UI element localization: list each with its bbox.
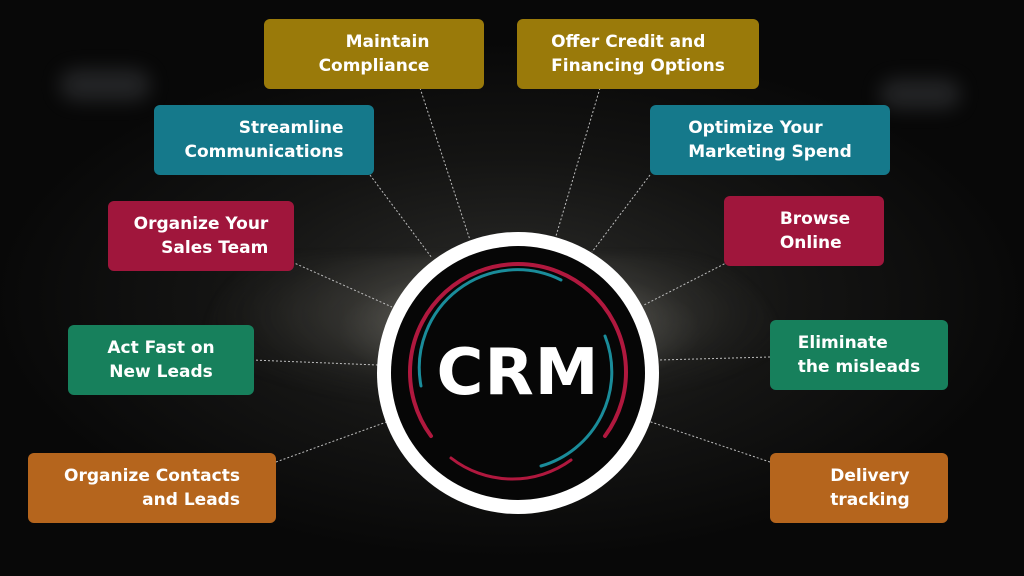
crm-title: CRM bbox=[436, 336, 600, 410]
connector-organize-contacts bbox=[275, 419, 393, 463]
ring-arc-red-lower bbox=[449, 456, 573, 481]
node-label: Streamline Communications bbox=[184, 118, 344, 162]
node-label: Optimize Your Marketing Spend bbox=[688, 118, 852, 162]
node-organize-sales-team: Organize Your Sales Team bbox=[108, 201, 294, 271]
node-label: Eliminate the misleads bbox=[797, 333, 921, 377]
ring-arc-red bbox=[408, 262, 628, 438]
node-maintain-compliance: Maintain Compliance bbox=[264, 19, 484, 89]
node-optimize-marketing: Optimize Your Marketing Spend bbox=[650, 105, 890, 175]
connector-act-fast bbox=[251, 359, 379, 366]
node-act-fast: Act Fast on New Leads bbox=[68, 325, 254, 395]
crm-hub-core bbox=[391, 246, 645, 500]
connector-organize-sales-team bbox=[291, 261, 393, 308]
node-label: Browse Online bbox=[779, 209, 851, 253]
connector-maintain-compliance bbox=[419, 87, 471, 241]
connector-browse-online bbox=[643, 261, 729, 306]
connector-offer-credit bbox=[555, 87, 601, 237]
connector-streamline-communications bbox=[369, 174, 433, 259]
node-eliminate-misleads: Eliminate the misleads bbox=[770, 320, 948, 390]
node-label: Organize Contacts and Leads bbox=[64, 466, 240, 510]
ring-arc-teal-upper bbox=[417, 268, 563, 388]
connector-optimize-marketing bbox=[591, 174, 651, 253]
node-streamline-communications: Streamline Communications bbox=[154, 105, 374, 175]
node-browse-online: Browse Online bbox=[724, 196, 884, 266]
crm-hub-arcs bbox=[408, 262, 628, 481]
node-label: Delivery tracking bbox=[830, 466, 910, 510]
connector-eliminate-misleads bbox=[658, 356, 771, 361]
node-label: Maintain Compliance bbox=[318, 32, 430, 76]
node-label: Offer Credit and Financing Options bbox=[551, 32, 725, 76]
node-offer-credit: Offer Credit and Financing Options bbox=[517, 19, 759, 89]
connector-delivery-tracking bbox=[644, 419, 771, 463]
node-label: Organize Your Sales Team bbox=[133, 214, 269, 258]
node-label: Act Fast on New Leads bbox=[107, 338, 215, 382]
node-organize-contacts: Organize Contacts and Leads bbox=[28, 453, 276, 523]
ring-arc-teal-lower bbox=[539, 334, 614, 468]
node-delivery-tracking: Delivery tracking bbox=[770, 453, 948, 523]
background-light-right bbox=[880, 80, 960, 108]
background-light-left bbox=[60, 70, 150, 100]
